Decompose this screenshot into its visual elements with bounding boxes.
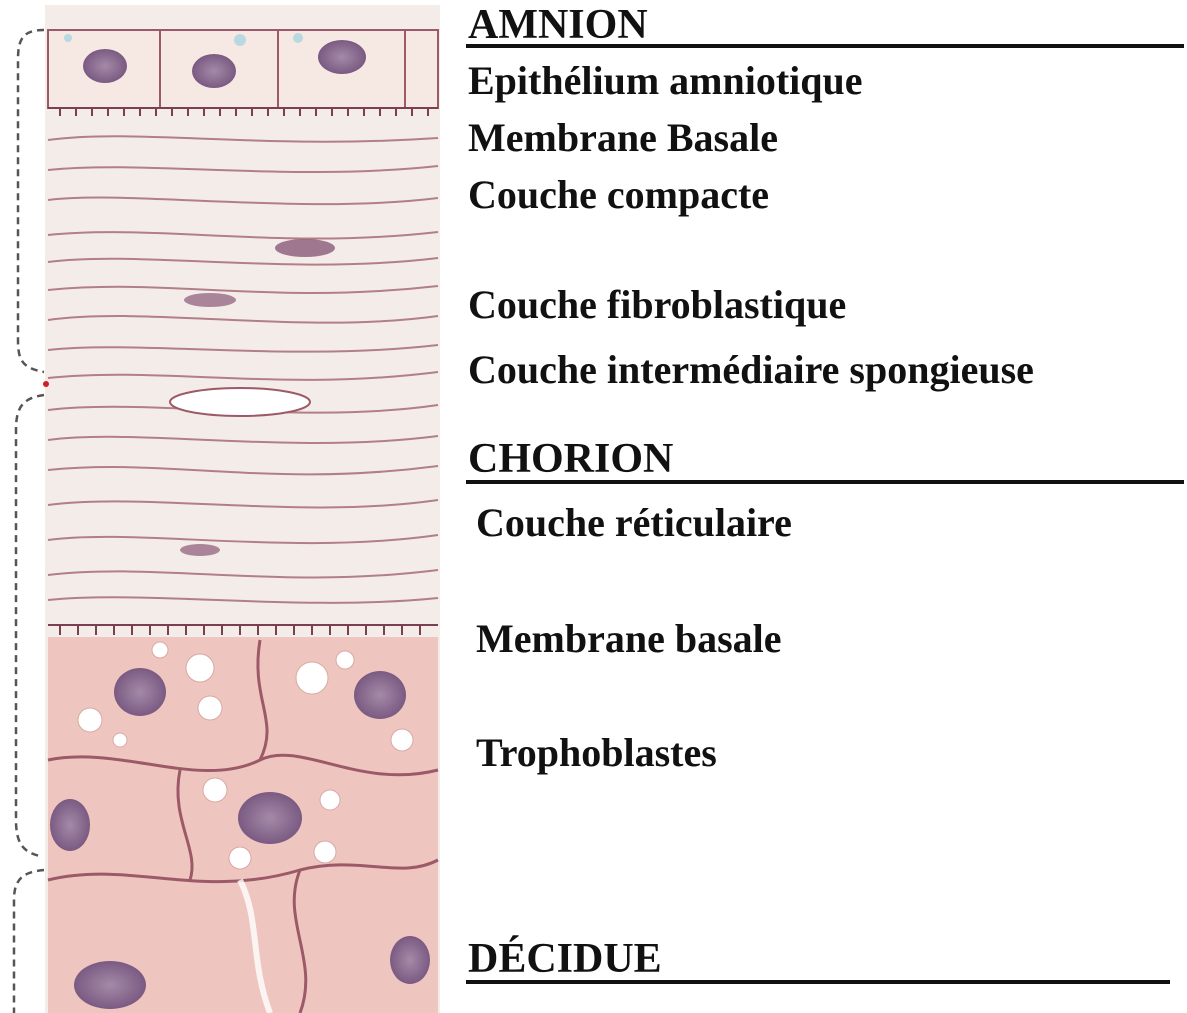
trophoblast-nucleus bbox=[114, 668, 166, 716]
spongy-space bbox=[170, 388, 310, 416]
fibroblast-nucleus bbox=[180, 544, 220, 556]
layer-label: Membrane Basale bbox=[468, 115, 778, 161]
amnion-rule bbox=[466, 44, 1184, 48]
layer-label: Couche compacte bbox=[468, 172, 769, 218]
section-title-chorion: CHORION bbox=[468, 436, 673, 482]
layer-label: Couche réticulaire bbox=[476, 500, 792, 546]
amniotic-epithelium-drawing bbox=[48, 30, 438, 108]
epithelial-nucleus bbox=[318, 40, 366, 74]
epithelial-nucleus bbox=[192, 54, 236, 88]
fibroblast-nucleus bbox=[184, 293, 236, 307]
trophoblast-nucleus bbox=[354, 671, 406, 719]
trophoblast-nucleus bbox=[50, 799, 90, 851]
trophoblast-nucleus bbox=[238, 792, 302, 844]
chorion-rule bbox=[466, 480, 1184, 484]
amnion-bracket bbox=[18, 30, 44, 372]
section-title-decidue: DÉCIDUE bbox=[468, 936, 662, 982]
decidua-bracket bbox=[14, 870, 44, 1013]
decidual-nucleus bbox=[74, 961, 146, 1009]
layer-label: Couche fibroblastique bbox=[468, 282, 846, 328]
tissue-illustration bbox=[0, 0, 460, 1013]
layer-label: Trophoblastes bbox=[476, 730, 717, 776]
decidual-nucleus bbox=[390, 936, 430, 984]
decidue-rule bbox=[466, 980, 1170, 984]
layer-label: Membrane basale bbox=[476, 616, 782, 662]
trophoblast-cells-drawing bbox=[48, 637, 438, 1013]
chorion-bracket bbox=[16, 395, 44, 856]
section-title-amnion: AMNION bbox=[468, 2, 648, 48]
layer-label: Epithélium amniotique bbox=[468, 58, 863, 104]
fibroblast-nucleus bbox=[275, 239, 335, 257]
layer-label: Couche intermédiaire spongieuse bbox=[468, 347, 1034, 393]
epithelial-nucleus bbox=[83, 49, 127, 83]
